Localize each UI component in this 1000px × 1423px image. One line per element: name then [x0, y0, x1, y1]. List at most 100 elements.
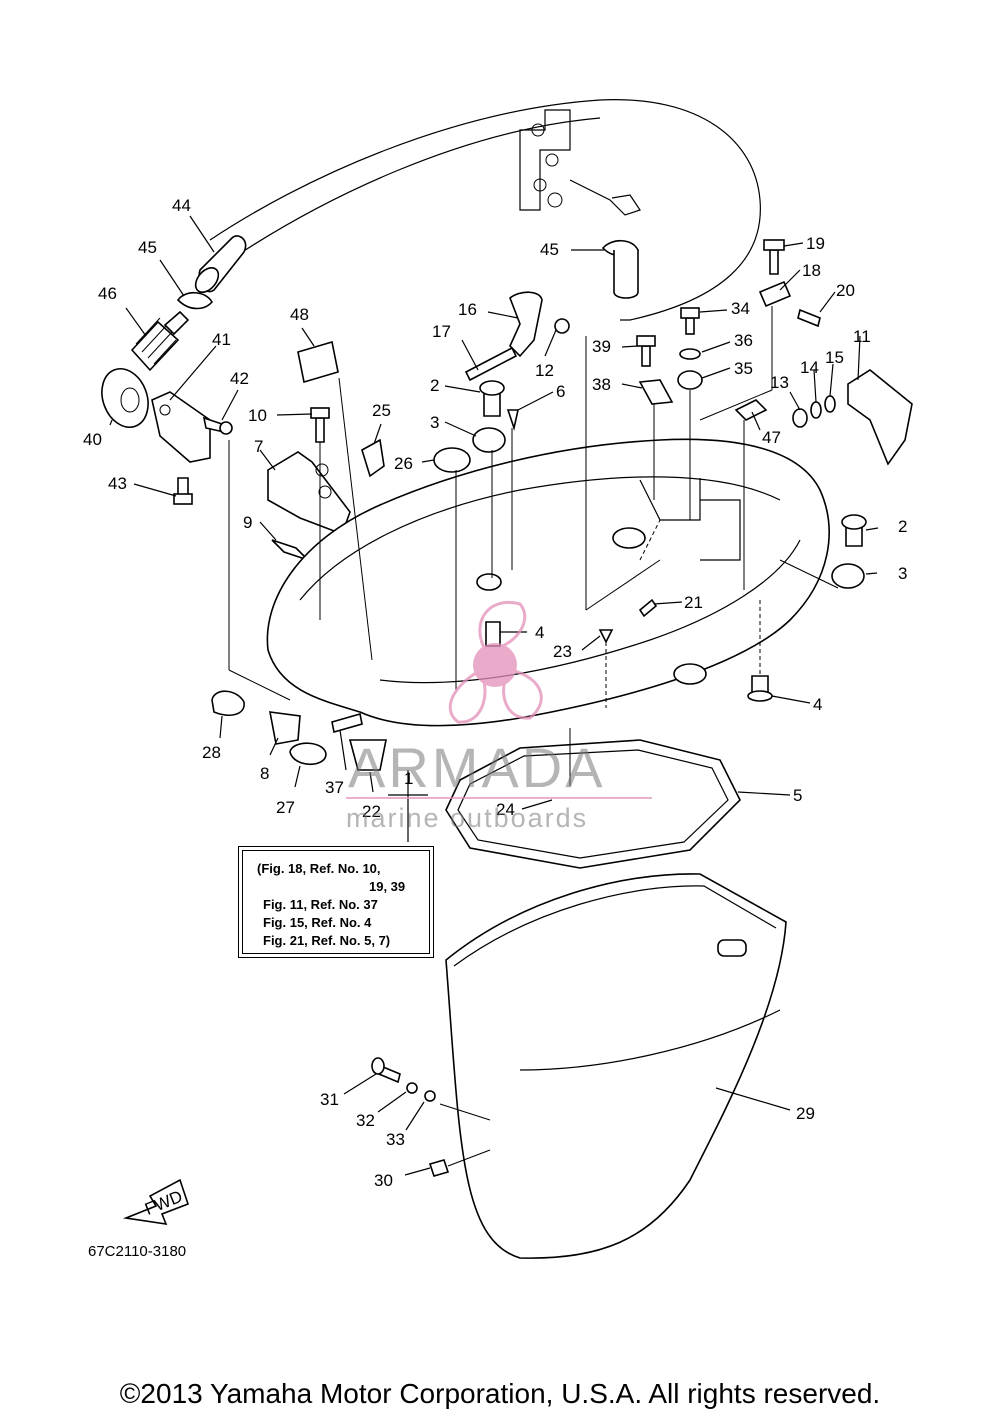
screw-6 [506, 409, 519, 431]
leader-lines [109, 215, 879, 1176]
callout-16: 16 [458, 300, 477, 319]
reference-line: 19, 39 [369, 879, 406, 894]
watermark-logo-icon [448, 601, 543, 724]
bracket-detail [519, 109, 571, 211]
bolt-19 [769, 249, 779, 275]
callout-44: 44 [172, 196, 191, 215]
callout-3b: 3 [898, 564, 907, 583]
decal-48 [297, 340, 339, 384]
callout-37: 37 [325, 778, 344, 797]
callout-23: 23 [553, 642, 572, 661]
callout-28: 28 [202, 743, 221, 762]
callout-14: 14 [800, 358, 819, 377]
callout-3a: 3 [430, 413, 439, 432]
callout-22: 22 [362, 802, 381, 821]
copyright-notice: ©2013 Yamaha Motor Corporation, U.S.A. A… [119, 1378, 881, 1409]
rivet-23 [598, 629, 614, 644]
callout-2a: 2 [430, 376, 439, 395]
hose-clamp-left [176, 291, 213, 310]
washer-32 [406, 1082, 418, 1094]
apron-29 [445, 873, 787, 1259]
washer-12 [554, 318, 570, 334]
clip-25 [361, 438, 385, 478]
collar-4-center [485, 621, 501, 647]
callout-18: 18 [802, 261, 821, 280]
callout-10: 10 [248, 406, 267, 425]
callout-25: 25 [372, 401, 391, 420]
fuel-grommet [101, 368, 149, 428]
o-ring-15 [824, 395, 836, 413]
grommet-35 [677, 370, 703, 390]
fwd-arrow-icon [122, 1178, 190, 1225]
callout-39: 39 [592, 337, 611, 356]
bolt-17 [464, 346, 518, 382]
callout-24: 24 [496, 800, 515, 819]
screw-21 [638, 598, 658, 618]
bolt-39 [641, 345, 651, 367]
callout-46: 46 [98, 284, 117, 303]
callout-30: 30 [374, 1171, 393, 1190]
callout-48: 48 [290, 305, 309, 324]
grommet-27 [289, 742, 327, 766]
grommet-26 [433, 447, 471, 473]
reference-line: Fig. 21, Ref. No. 5, 7) [263, 933, 391, 948]
grommet-28 [211, 690, 245, 716]
spring-20 [797, 308, 821, 328]
callout-17: 17 [432, 322, 451, 341]
callout-labels: 1 2 2 3 3 4 4 5 6 7 8 9 10 11 12 13 14 1… [83, 196, 907, 1190]
callout-2b: 2 [898, 517, 907, 536]
bolt-10 [315, 417, 325, 443]
callout-45a: 45 [138, 238, 157, 257]
watermark-subtitle: marine outboards [346, 803, 589, 833]
bolt-34 [685, 317, 695, 335]
spacer-37 [331, 712, 363, 734]
callout-47: 47 [762, 428, 781, 447]
callout-4b: 4 [813, 695, 822, 714]
callout-26: 26 [394, 454, 413, 473]
callout-40: 40 [83, 430, 102, 449]
diagram-code: 67C2110-3180 [88, 1243, 187, 1260]
lever-16 [509, 291, 543, 358]
callout-33: 33 [386, 1130, 405, 1149]
damper-38 [638, 379, 674, 405]
grommet-3-left [472, 427, 506, 453]
callout-19: 19 [806, 234, 825, 253]
reference-line: Fig. 15, Ref. No. 4 [263, 915, 372, 930]
callout-42: 42 [230, 369, 249, 388]
callout-20: 20 [836, 281, 855, 300]
reference-line: (Fig. 18, Ref. No. 10, [257, 861, 381, 876]
washer-33 [424, 1090, 436, 1102]
callout-21: 21 [684, 593, 703, 612]
callout-13: 13 [770, 373, 789, 392]
callout-4a: 4 [535, 623, 544, 642]
hose-connector [130, 320, 180, 372]
callout-5: 5 [793, 786, 802, 805]
clip-18 [758, 280, 792, 308]
callout-9: 9 [243, 513, 252, 532]
reference-line: Fig. 11, Ref. No. 37 [263, 897, 378, 912]
washer-14 [810, 401, 822, 419]
hose-tube [613, 250, 639, 299]
callout-32: 32 [356, 1111, 375, 1130]
callout-15: 15 [825, 348, 844, 367]
callout-34: 34 [731, 299, 750, 318]
bottom-cowling [266, 438, 830, 727]
callout-29: 29 [796, 1104, 815, 1123]
cover-8 [269, 711, 301, 745]
callout-36: 36 [734, 331, 753, 350]
callout-31: 31 [320, 1090, 339, 1109]
connector-plate [151, 391, 211, 463]
callout-41: 41 [212, 330, 231, 349]
callout-27: 27 [276, 798, 295, 817]
reference-box: (Fig. 18, Ref. No. 10, 19, 39 Fig. 11, R… [238, 846, 434, 958]
gasket-seal [445, 739, 741, 869]
watermark-brand: ARMADA [348, 736, 606, 799]
upper-cowling-outline [209, 99, 761, 321]
lock-lever-11 [847, 369, 913, 466]
callout-38: 38 [592, 375, 611, 394]
reference-box-inner: (Fig. 18, Ref. No. 10, 19, 39 Fig. 11, R… [242, 850, 430, 954]
plug-22 [348, 739, 387, 771]
callout-43: 43 [108, 474, 127, 493]
callout-35: 35 [734, 359, 753, 378]
